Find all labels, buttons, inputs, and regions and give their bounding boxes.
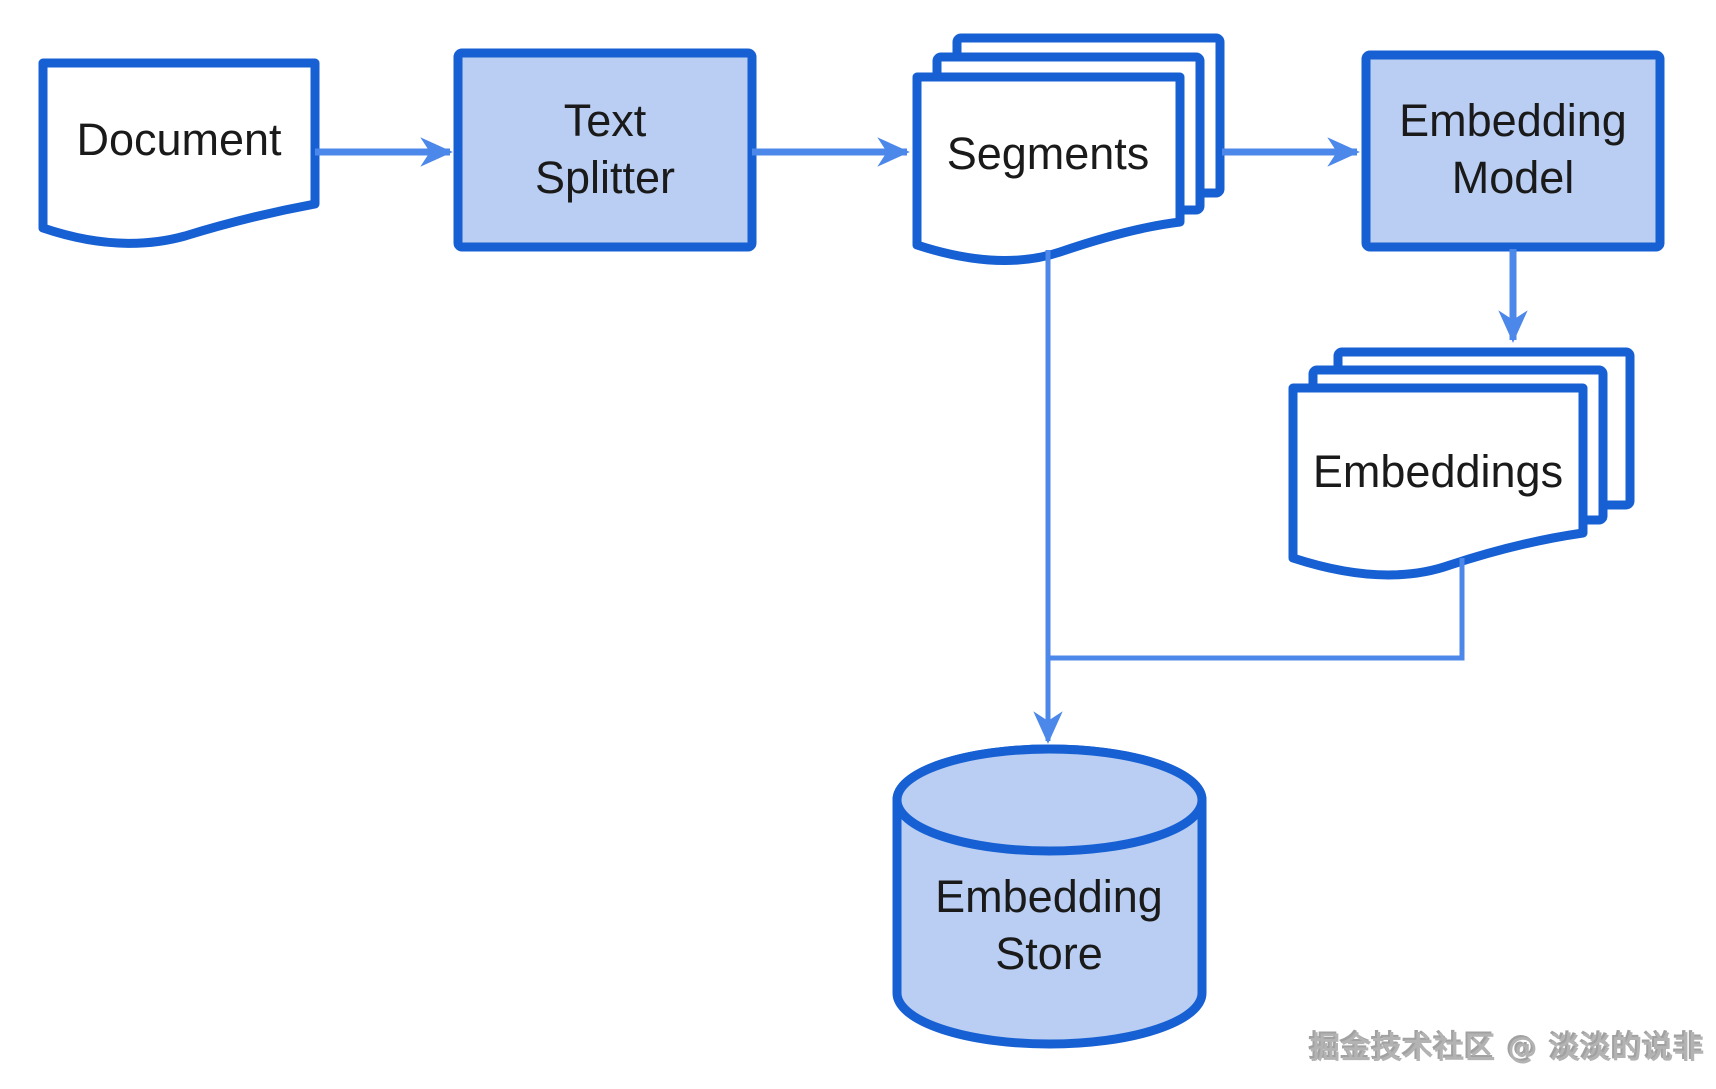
segments-label: Segments xyxy=(947,128,1150,179)
document-node: Document xyxy=(38,58,320,248)
document-label: Document xyxy=(76,114,282,165)
text-splitter-label-line2: Splitter xyxy=(535,152,675,203)
embedding-store-node: Embedding Store xyxy=(892,744,1207,1049)
embeddings-label: Embeddings xyxy=(1313,446,1563,497)
document-shape xyxy=(38,58,320,248)
embedding-model-node: Embedding Model xyxy=(1361,50,1665,252)
segments-node: Segments xyxy=(912,33,1225,265)
embedding-model-label-line2: Model xyxy=(1452,152,1575,203)
embedding-store-label-line1: Embedding xyxy=(935,871,1163,922)
text-splitter-label-line1: Text xyxy=(564,95,647,146)
embeddings-node: Embeddings xyxy=(1288,347,1635,580)
embedding-model-shape xyxy=(1361,50,1665,252)
connector-embeddings-to-embedding-store xyxy=(1048,558,1465,661)
embedding-store-top-rim xyxy=(892,744,1207,856)
text-splitter-node: Text Splitter xyxy=(453,48,757,252)
embeddings-front-card xyxy=(1288,383,1588,580)
segments-front-card xyxy=(912,72,1185,265)
embedding-model-label-line1: Embedding xyxy=(1399,95,1627,146)
text-splitter-shape xyxy=(453,48,757,252)
watermark-text: 掘金技术社区 @ 淡淡的说非 xyxy=(1310,1031,1705,1066)
embedding-store-label-line2: Store xyxy=(995,928,1103,979)
